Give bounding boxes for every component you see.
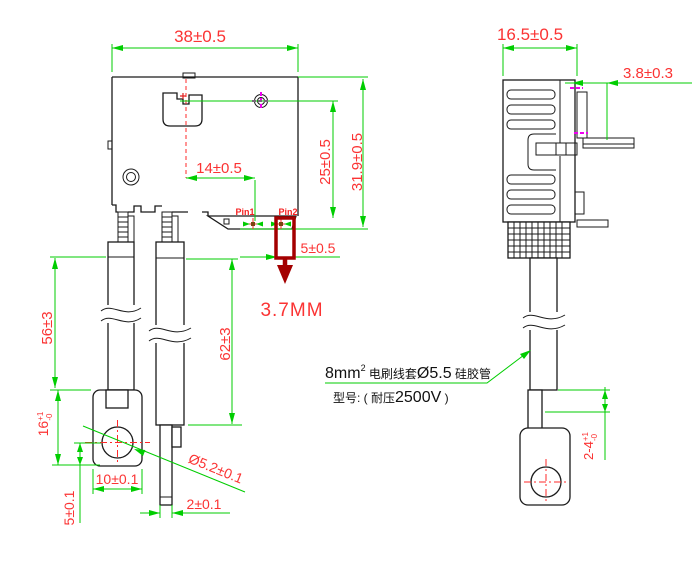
dim-wire-exposed-24: 2-4+1-0 [545, 387, 610, 460]
dim-terminal-width-label: 2±0.1 [187, 496, 222, 512]
pin1-label: Pin1 [235, 207, 254, 217]
dim-hole-bottom-label: 5±0.1 [61, 490, 77, 525]
dim-lug-width-label: 10±0.1 [96, 471, 139, 487]
down-arrow [277, 265, 293, 284]
dim-width-label: 38±0.5 [174, 27, 226, 46]
dim-total-height-319: 31.9±0.5 [265, 76, 368, 230]
dim-right-tube-62: 62±3 [186, 258, 242, 426]
pin2-label: Pin2 [278, 207, 297, 217]
dim-left-tube-56: 56±3 [39, 256, 106, 391]
side-view-body [502, 79, 635, 506]
crimp-braid [507, 221, 571, 259]
front-view-wires [85, 211, 192, 506]
dim-pin-protrusion-label: 5±0.5 [301, 240, 336, 256]
dim-lug-width-10: 10±0.1 [92, 469, 143, 494]
dim-depth-165: 16.5±0.5 [497, 25, 578, 76]
dim-pin-height-label: 25±0.5 [317, 139, 334, 185]
dim-pin-protrusion-5: 5±0.5 [240, 228, 340, 260]
rivet-hole [122, 168, 140, 186]
flat-terminal [159, 424, 173, 506]
dim-lug-height-16: 16+1-0 [35, 389, 100, 466]
pin2-highlight [274, 216, 296, 284]
dim-terminal-width-2: 2±0.1 [140, 496, 230, 518]
break-lines [100, 307, 142, 323]
dim-total-height-label: 31.9±0.5 [349, 133, 366, 191]
dim-width-38: 38±0.5 [111, 27, 299, 72]
side-terminal-tab [582, 137, 635, 149]
dim-lug-height-label: 16+1-0 [35, 411, 54, 436]
keyhole-cutout [162, 92, 203, 127]
front-view-body [107, 72, 299, 230]
dim-pin-offset-label: 14±0.5 [196, 160, 242, 177]
pin-depth-note: 3.7MM [260, 300, 323, 321]
dim-tab-offset-38: 3.8±0.3 [565, 65, 692, 140]
wire-note-line1: 8mm2 电刷线套Ø5.5 硅胶管 [325, 363, 491, 382]
dim-pin-offset-14: 14±0.5 [186, 160, 256, 221]
break-lines [522, 314, 566, 330]
dim-pin-height-25: 25±0.5 [180, 100, 338, 218]
side-tab-strip [576, 91, 588, 139]
break-lines [148, 327, 192, 343]
dim-hole-to-bottom-5: 5±0.1 [61, 442, 101, 525]
dim-depth-label: 16.5±0.5 [497, 25, 563, 44]
pin-markers: Pin1 Pin2 [235, 207, 298, 230]
wire-note-line2: 型号: ( 耐压2500V ) [333, 389, 449, 406]
wire-note: 8mm2 电刷线套Ø5.5 硅胶管 型号: ( 耐压2500V ) [325, 350, 531, 406]
dim-hole-diameter-label: Ø5.2±0.1 [186, 450, 246, 486]
dim-tab-offset-label: 3.8±0.3 [623, 65, 673, 82]
dim-left-tube-label: 56±3 [39, 311, 56, 344]
dim-right-tube-label: 62±3 [217, 327, 234, 360]
dim-wire-exposed-label: 2-4+1-0 [581, 431, 599, 459]
